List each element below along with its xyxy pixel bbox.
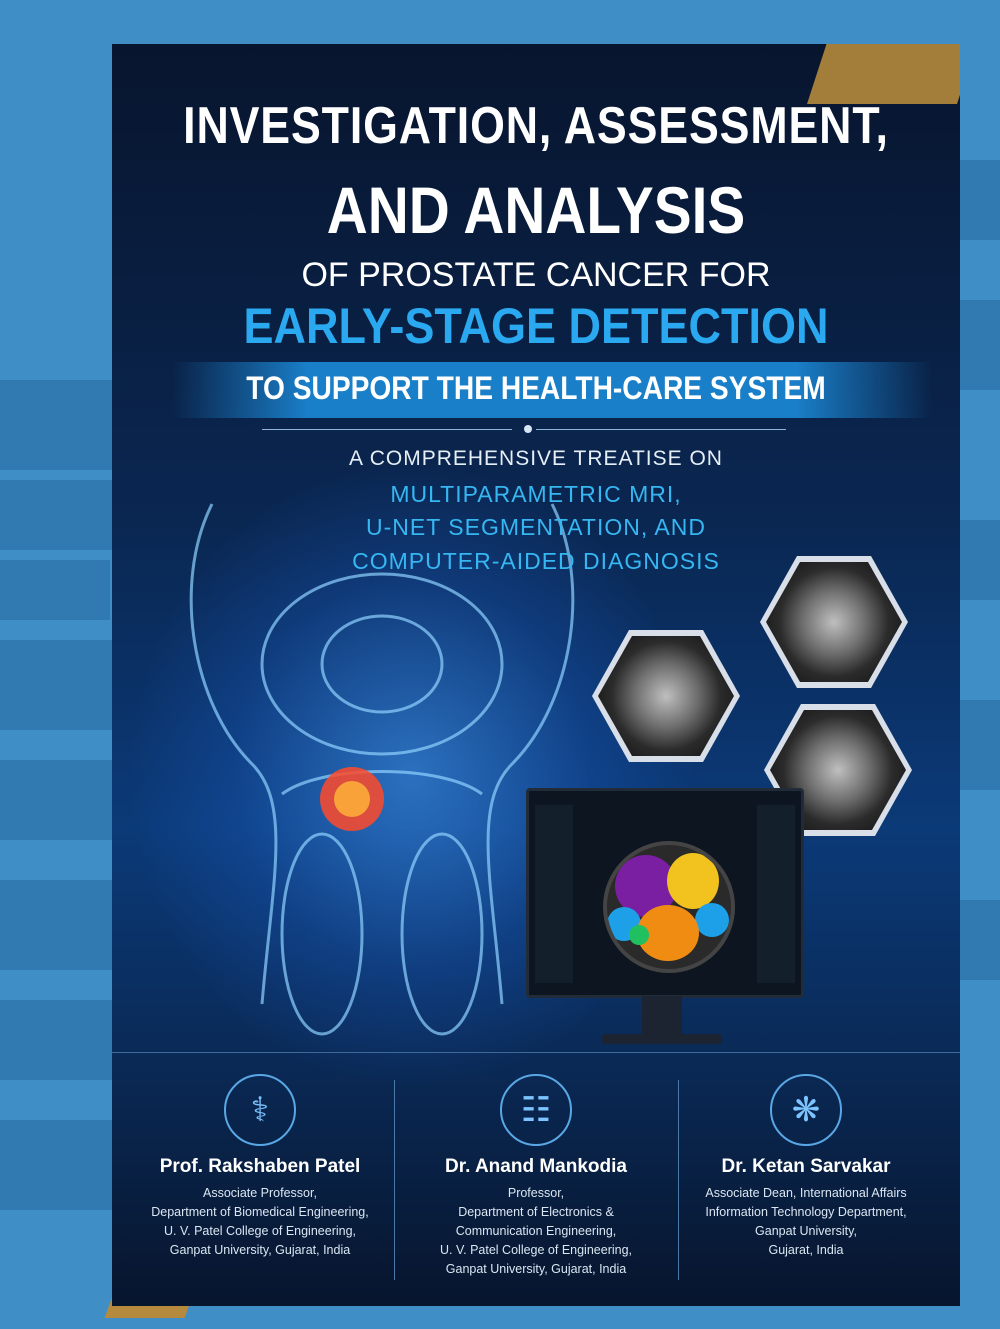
- gold-accent: [807, 44, 960, 104]
- subtitle-line-1: A COMPREHENSIVE TREATISE ON: [349, 447, 723, 470]
- background-stripe: [0, 380, 130, 470]
- author-divider: [678, 1080, 679, 1280]
- mri-scan-hex-2: [760, 556, 908, 688]
- background-stripe: [0, 1000, 130, 1080]
- author-3: ❋ Dr. Ketan Sarvakar Associate Dean, Int…: [668, 1074, 944, 1260]
- caduceus-icon: ⚕: [224, 1074, 296, 1146]
- monitor-stand: [642, 996, 682, 1036]
- pelvis-illustration: [189, 503, 575, 1036]
- subtitle-line-3: U-NET SEGMENTATION, AND: [366, 514, 706, 540]
- chip-icon: ☷: [500, 1074, 572, 1146]
- title-line-2: AND ANALYSIS: [326, 173, 746, 247]
- author-name: Dr. Anand Mankodia: [445, 1156, 627, 1177]
- author-divider: [394, 1080, 395, 1280]
- author-1: ⚕ Prof. Rakshaben Patel Associate Profes…: [122, 1074, 398, 1260]
- background-stripe: [0, 1120, 120, 1210]
- title-line-4: EARLY-STAGE DETECTION: [243, 298, 829, 354]
- monitor-sidebar: [757, 805, 795, 983]
- subtitle-line-2: MULTIPARAMETRIC MRI,: [390, 481, 682, 507]
- title-band: [172, 362, 932, 418]
- monitor-base: [602, 1034, 722, 1044]
- divider-dot: [524, 425, 532, 433]
- author-name: Prof. Rakshaben Patel: [159, 1156, 361, 1177]
- monitor-display: [526, 788, 804, 998]
- brain-icon: ❋: [770, 1074, 842, 1146]
- title-line-1: INVESTIGATION, ASSESSMENT,: [183, 97, 889, 155]
- book-cover: INVESTIGATION, ASSESSMENT, AND ANALYSIS …: [112, 44, 960, 1306]
- author-affiliation: Associate Professor, Department of Biome…: [151, 1186, 369, 1257]
- title-line-5: TO SUPPORT THE HEALTH-CARE SYSTEM: [246, 370, 826, 406]
- monitor-sidebar: [535, 805, 573, 983]
- mri-scan-hex-1: [592, 630, 740, 762]
- author-affiliation: Associate Dean, International Affairs In…: [705, 1186, 907, 1257]
- title-line-3: OF PROSTATE CANCER FOR: [301, 256, 771, 294]
- author-name: Dr. Ketan Sarvakar: [721, 1156, 891, 1177]
- background-stripe: [0, 760, 120, 840]
- footer-rule: [112, 1052, 960, 1053]
- author-affiliation: Professor, Department of Electronics & C…: [439, 1186, 633, 1276]
- author-2: ☷ Dr. Anand Mankodia Professor, Departme…: [398, 1074, 674, 1279]
- divider-rule-left: [262, 429, 512, 430]
- background-stripe: [0, 560, 110, 620]
- subtitle-line-4: COMPUTER-AIDED DIAGNOSIS: [352, 548, 720, 574]
- segmentation-image: [603, 841, 735, 973]
- divider-rule-right: [536, 429, 786, 430]
